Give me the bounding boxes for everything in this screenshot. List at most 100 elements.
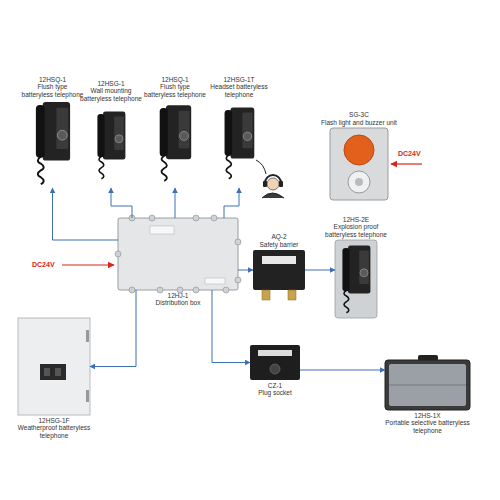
model-number: 12HSG-1 [80,80,142,87]
device-node: 12HSG-1FWeatherproof batteryless telepho… [18,318,90,415]
device-name: Flush type batteryless telephone [144,83,206,98]
cable-gland [235,277,241,283]
flush-phone [36,102,70,184]
model-number: AQ-2 [254,233,304,240]
cable-gland [211,215,217,221]
headset-phone [225,107,255,178]
cabinet-window [40,364,66,380]
brass-gland [288,290,296,300]
connector-arrow [224,188,239,218]
device-node: 12HSG-1Wall mounting batteryless telepho… [95,104,127,188]
cable-gland [149,215,155,221]
device-name: Weatherproof batteryless telephone [15,424,93,439]
explosion-proof-housing [335,240,377,318]
operator-shoulders [262,193,284,198]
device-caption: CZ-1Plug socket [245,382,305,397]
cable-gland [157,287,163,293]
power-label: DC24V [32,261,55,269]
connector-arrow [305,270,335,271]
wall-phone [97,112,125,179]
headset-cup [279,181,283,187]
cable-gland [235,239,241,245]
buzzer-center [355,178,363,186]
device-node: CZ-1Plug socket [250,345,300,380]
distribution-box [118,218,238,290]
connector-arrow [53,188,119,240]
connector-arrow [90,290,136,367]
model-number: 12HJ-1 [148,292,208,299]
explosion-proof-phone [342,246,370,313]
case-rib [389,385,466,386]
headset-cup [263,181,267,187]
model-number: 12HSQ-1 [22,76,84,83]
connector-arrow [212,290,250,363]
device-name: Headset batteryless telephone [208,83,270,98]
nameplate [150,226,174,234]
device-name: Flash light and buzzer unit [319,119,399,126]
model-number: 12HS-1X [383,412,473,419]
device-node: 12HSG-1THeadset batteryless telephone [222,100,256,188]
cable-gland [129,287,135,293]
model-number: 12HSQ-1 [144,76,206,83]
device-name: Wall mounting batteryless telephone [80,87,142,102]
operator-head [267,178,279,190]
barrier-plate [262,256,296,264]
power-arrow [391,163,422,164]
cabinet-hinge [86,390,89,402]
device-node: 12HJ-1Distribution box [118,218,238,290]
device-node: SG-3CFlash light and buzzer unit [330,128,388,200]
device-caption: 12HSQ-1Flush type batteryless telephone [144,76,206,98]
flush-phone [160,105,192,181]
model-number: CZ-1 [245,382,305,389]
connector-arrow [111,188,132,218]
model-number: 12HS-2E [319,216,394,223]
device-caption: 12HSG-1Wall mounting batteryless telepho… [80,80,142,102]
socket-plate [258,350,292,356]
safety-barrier [253,250,305,290]
device-name: Safety barrier [254,241,304,248]
device-caption: SG-3CFlash light and buzzer unit [319,111,399,126]
device-caption: AQ-2Safety barrier [254,233,304,248]
device-name: Portable selective batteryless telephone [383,419,473,434]
device-caption: 12HS-1XPortable selective batteryless te… [383,412,473,434]
beacon-housing [330,128,388,200]
brand-plate [205,278,225,284]
cabinet-button [55,368,61,376]
cable-gland [223,287,229,293]
power-label: DC24V [398,150,421,158]
device-node: 12HSQ-1Flush type batteryless telephone [30,100,75,188]
model-number: 12HSG-1T [208,76,270,83]
portable-case [385,360,470,410]
cabinet-hinge [86,330,89,342]
connector-arrow [300,370,385,371]
cable-gland [115,251,121,257]
device-name: Plug socket [245,389,305,396]
buzzer [348,171,370,193]
brass-gland [262,290,270,300]
connector-arrow [175,188,176,218]
headset-band [265,175,281,183]
flash-light [344,135,374,165]
cable-gland [193,215,199,221]
cable-gland [193,287,199,293]
model-number: 12HSG-1F [15,417,93,424]
device-node: 12HS-2EExplosion proof batteryless telep… [335,240,377,318]
weatherproof-cabinet [18,318,90,415]
device-node: 12HS-1XPortable selective batteryless te… [385,360,470,410]
connector-arrow [238,270,253,271]
device-node: AQ-2Safety barrier [253,250,305,290]
power-arrow [62,264,114,265]
device-caption: 12HSQ-1Flush type batteryless telephone [22,76,84,98]
device-caption: 12HJ-1Distribution box [148,292,208,307]
socket-outlet [270,364,280,374]
device-name: Distribution box [148,299,208,306]
device-caption: 12HSG-1FWeatherproof batteryless telepho… [15,417,93,439]
case-lid [389,364,466,406]
cable-gland [129,215,135,221]
headset-cord [256,160,266,174]
device-node: 12HSQ-1Flush type batteryless telephone [157,100,193,188]
device-caption: 12HSG-1THeadset batteryless telephone [208,76,270,98]
device-name: Explosion proof batteryless telephone [319,223,394,238]
